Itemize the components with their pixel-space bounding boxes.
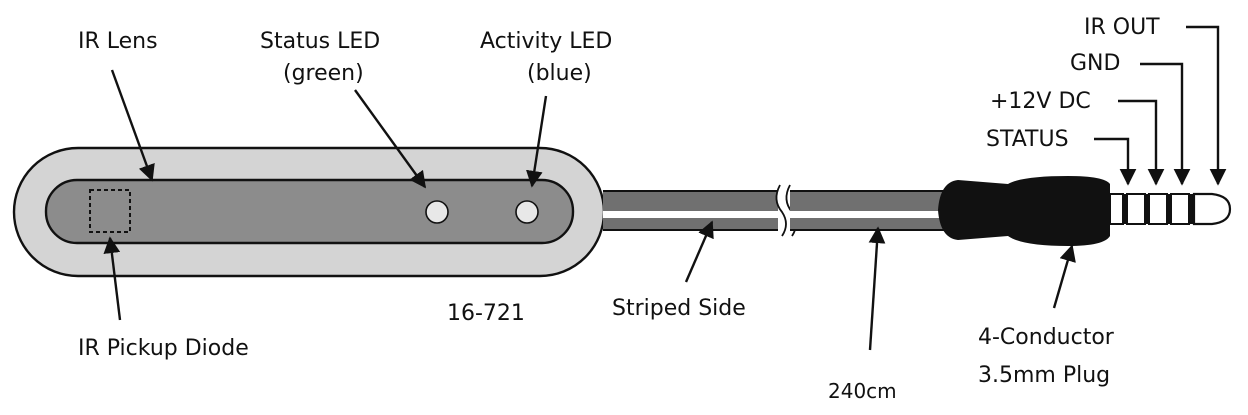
status-led-color: (green) (283, 61, 364, 86)
ir-lens-label: IR Lens (78, 29, 158, 54)
striped-side-arrow (684, 220, 714, 283)
striped-side-label: Striped Side (612, 296, 746, 321)
pin-status-leader (1094, 137, 1137, 186)
ir-pickup-diode-label: IR Pickup Diode (78, 336, 249, 361)
ir-pickup-diode-outline (89, 189, 131, 233)
cable-left-segment (603, 190, 778, 231)
pin-ir-out-leader (1186, 25, 1227, 186)
plug-arrow (1052, 244, 1076, 309)
pin-12v-leader (1118, 99, 1165, 186)
pin-status-label: STATUS (986, 127, 1069, 152)
plug-label-line2: 3.5mm Plug (978, 363, 1110, 388)
plug-label-line1: 4-Conductor (978, 325, 1115, 350)
ir-lens-arrow (110, 69, 155, 182)
ir-lens-window (44, 178, 575, 245)
pin-gnd-label: GND (1070, 51, 1120, 76)
activity-led (515, 200, 539, 224)
pin-ir-out-label: IR OUT (1084, 15, 1160, 40)
plug-3-5mm (938, 176, 1232, 246)
activity-led-label: Activity LED (480, 29, 612, 54)
pin-12v-label: +12V DC (990, 89, 1091, 114)
status-led (425, 200, 449, 224)
status-led-arrow (354, 89, 426, 189)
cable-length-arrow (868, 226, 886, 351)
pin-gnd-leader (1140, 62, 1191, 186)
status-led-label: Status LED (260, 29, 380, 54)
activity-led-color: (blue) (527, 61, 592, 86)
cable-right-segment (790, 190, 950, 231)
cable-length-label: 240cm (828, 379, 897, 403)
part-number-label: 16-721 (447, 301, 525, 326)
ir-pickup-diode-arrow (103, 236, 122, 321)
activity-led-arrow (526, 95, 548, 188)
